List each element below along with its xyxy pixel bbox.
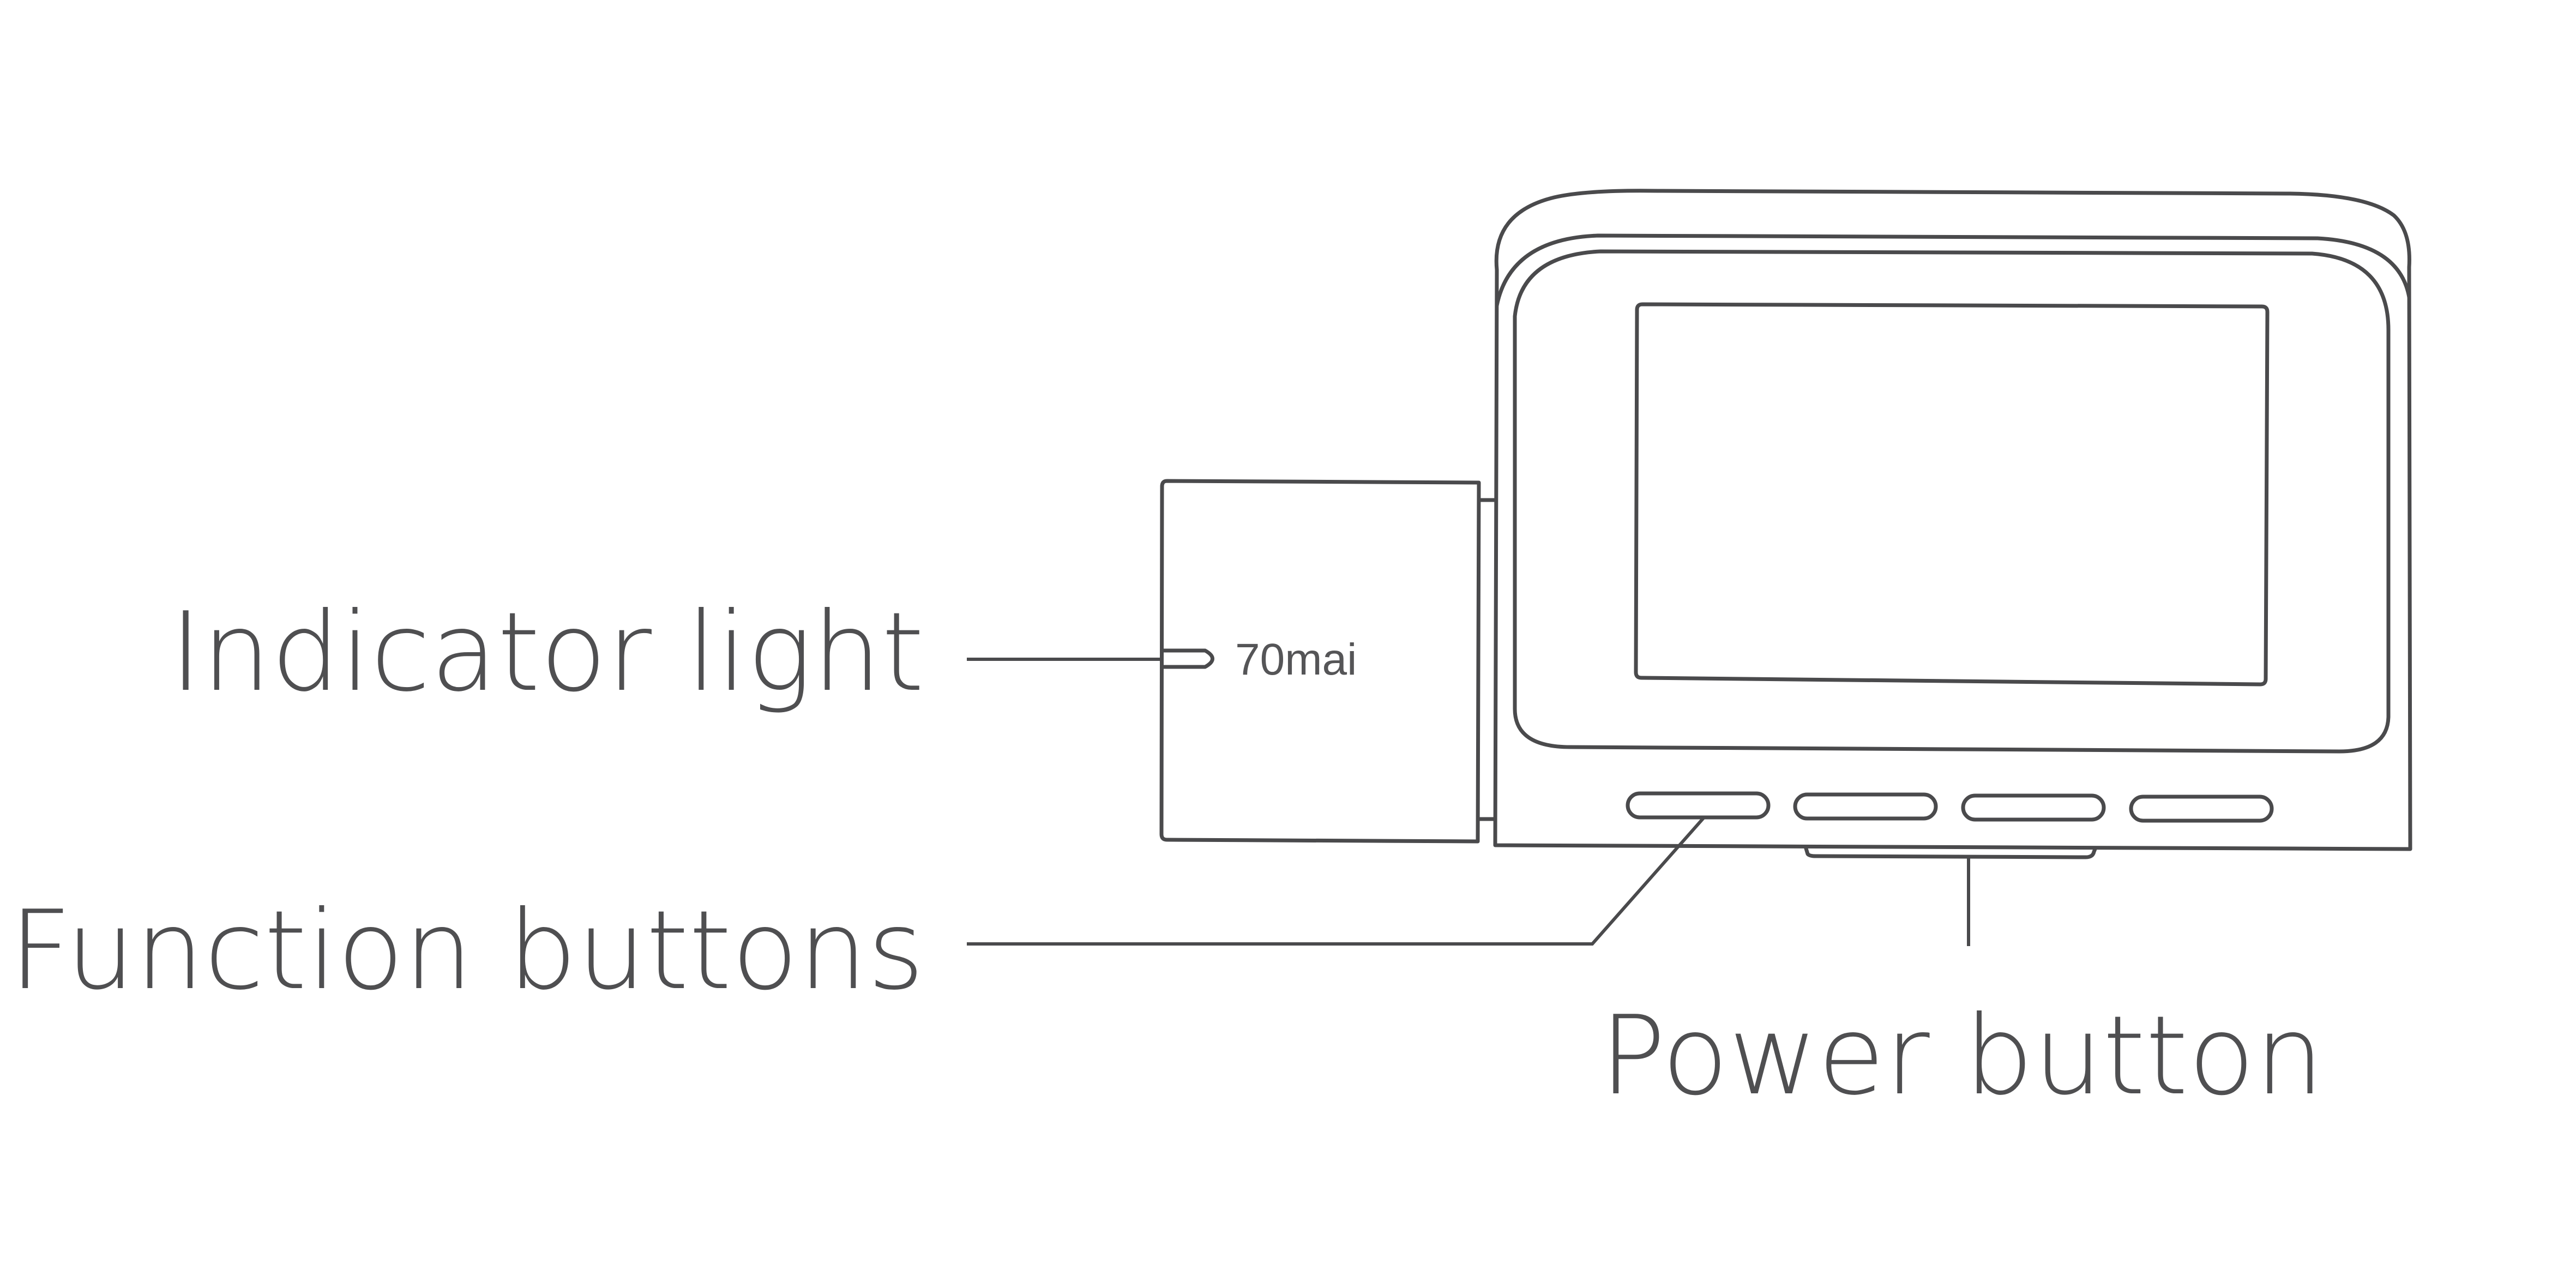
function-button-3 (1961, 793, 2106, 822)
housing-outer-shell (1493, 189, 2412, 851)
screen-bezel (1513, 249, 2391, 754)
housing-inner-frame (1495, 233, 2411, 308)
main-housing (1493, 189, 2412, 851)
camera-module-joint (1477, 498, 1497, 821)
camera-module: 70mai (1159, 479, 1497, 844)
camera-module-body (1159, 479, 1481, 844)
function-button-2 (1793, 792, 1938, 821)
power-button-label: Power button (1600, 992, 2324, 1120)
indicator-light (1160, 648, 1214, 669)
function-button-1 (1626, 791, 1771, 820)
function-buttons-group (1626, 791, 2274, 823)
function-buttons-leader (967, 816, 1706, 946)
function-button-4 (2129, 795, 2274, 823)
indicator-light-label: Indicator light (170, 589, 924, 716)
function-buttons-label: Function buttons (9, 887, 924, 1014)
power-button (1804, 846, 2097, 859)
screen-display (1634, 302, 2270, 687)
brand-logo: 70mai (1235, 635, 1357, 684)
